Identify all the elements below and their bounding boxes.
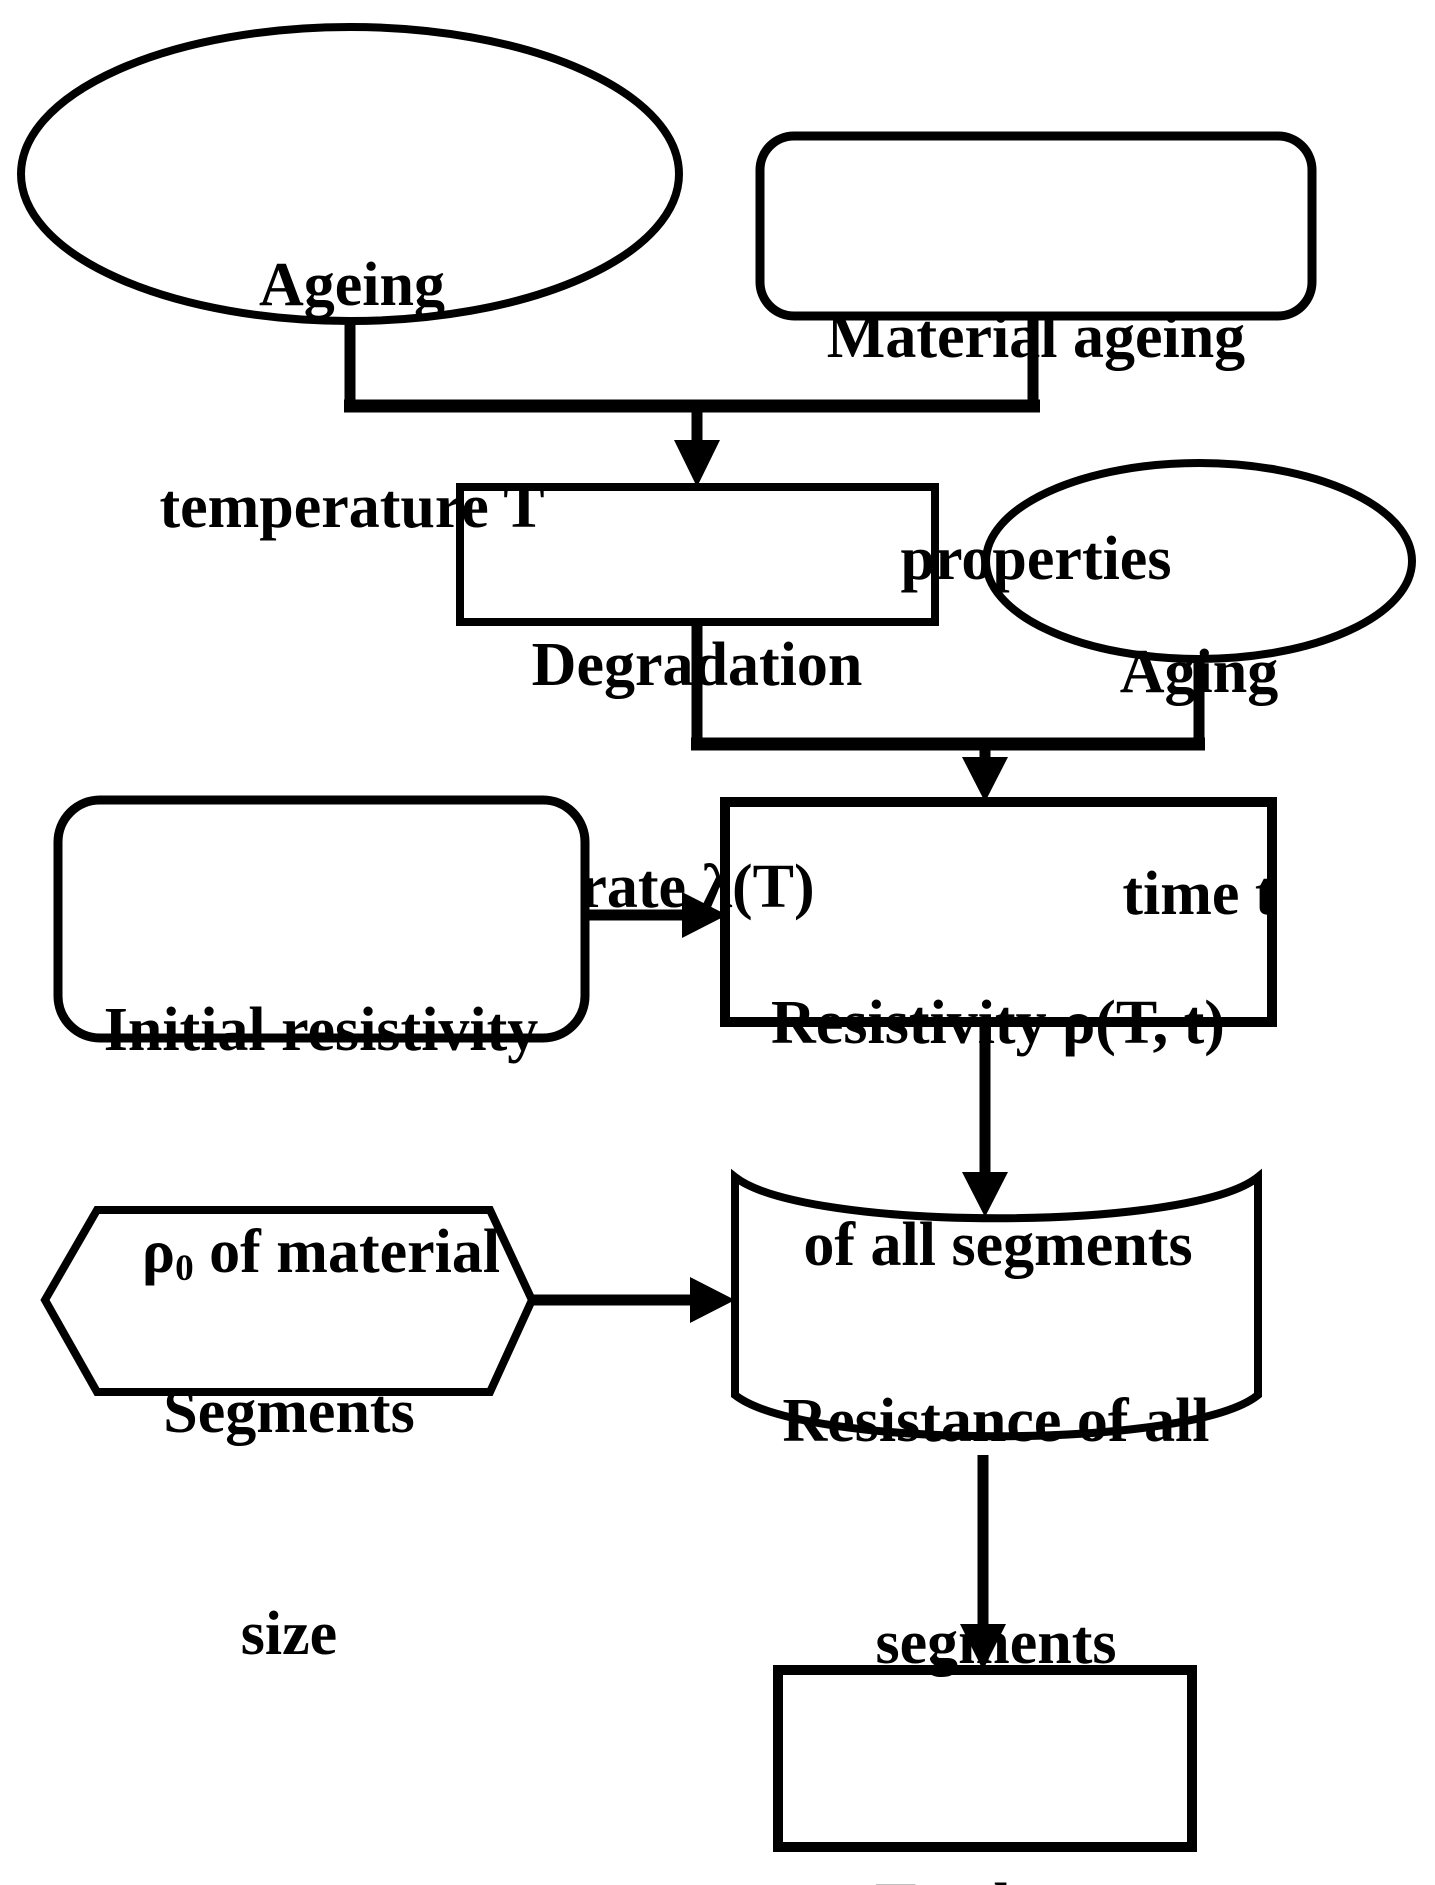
label-line: of all segments [803,1211,1193,1279]
label-line: Resistance of all [782,1387,1210,1455]
label-resistivity: Resistivity ρ(T, t) of all segments [771,838,1225,1430]
label-line: Degradation [531,631,863,699]
hexagon-segments-size [40,1206,537,1396]
label-line: ρ0 of material [104,1215,539,1306]
box-initial-resistivity [53,795,590,1043]
label-line: Total IR [875,1869,1095,1885]
label-line: Resistivity ρ(T, t) [771,989,1225,1057]
label-line: properties [900,525,1172,593]
arrow-junction-to-degradation [674,400,720,487]
arrow-resistance-to-totalir [960,1455,1006,1670]
label-initial-resistivity: Initial resistivity ρ0 of material [104,845,539,1454]
ellipse-ageing-temperature [17,23,683,325]
label-line: segments [875,1609,1117,1677]
label-line: rate λ(T) [579,853,815,921]
label-line: Initial resistivity [103,996,539,1064]
box-material-ageing [755,131,1317,321]
arrow-junction2-to-resistivity [962,738,1008,802]
label-line-rest: of material [193,1218,501,1286]
box-degradation-rate [456,483,939,626]
label-line: Aging [1119,638,1279,706]
label-ageing-temperature: Ageing temperature T [159,100,544,692]
ellipse-aging-time [982,459,1416,663]
curved-box-resistance [731,1168,1262,1441]
label-aging-time: Aging time t [1120,487,1278,1079]
label-line: Ageing [258,251,445,319]
box-total-ir [773,1665,1197,1852]
arrow-segments-to-resistance [532,1277,735,1323]
rho-symbol: ρ [141,1218,176,1286]
label-line: size [240,1600,338,1668]
rho-subscript: 0 [175,1248,194,1290]
label-total-ir: Total IR [875,1721,1095,1885]
label-material-ageing: Material ageing properties [827,152,1245,744]
label-line: Segments [163,1378,415,1446]
label-line: time t [1122,860,1276,928]
label-line: Material ageing [826,303,1246,371]
arrow-initial-to-resistivity [585,892,727,938]
label-line: temperature T [159,473,545,541]
label-segments-size: Segments size [163,1227,414,1819]
arrow-resistivity-to-resistance [962,1022,1008,1217]
label-resistance: Resistance of all segments [782,1236,1209,1828]
label-degradation-rate: Degradation rate λ(T) [532,480,863,1072]
box-resistivity [720,797,1277,1027]
